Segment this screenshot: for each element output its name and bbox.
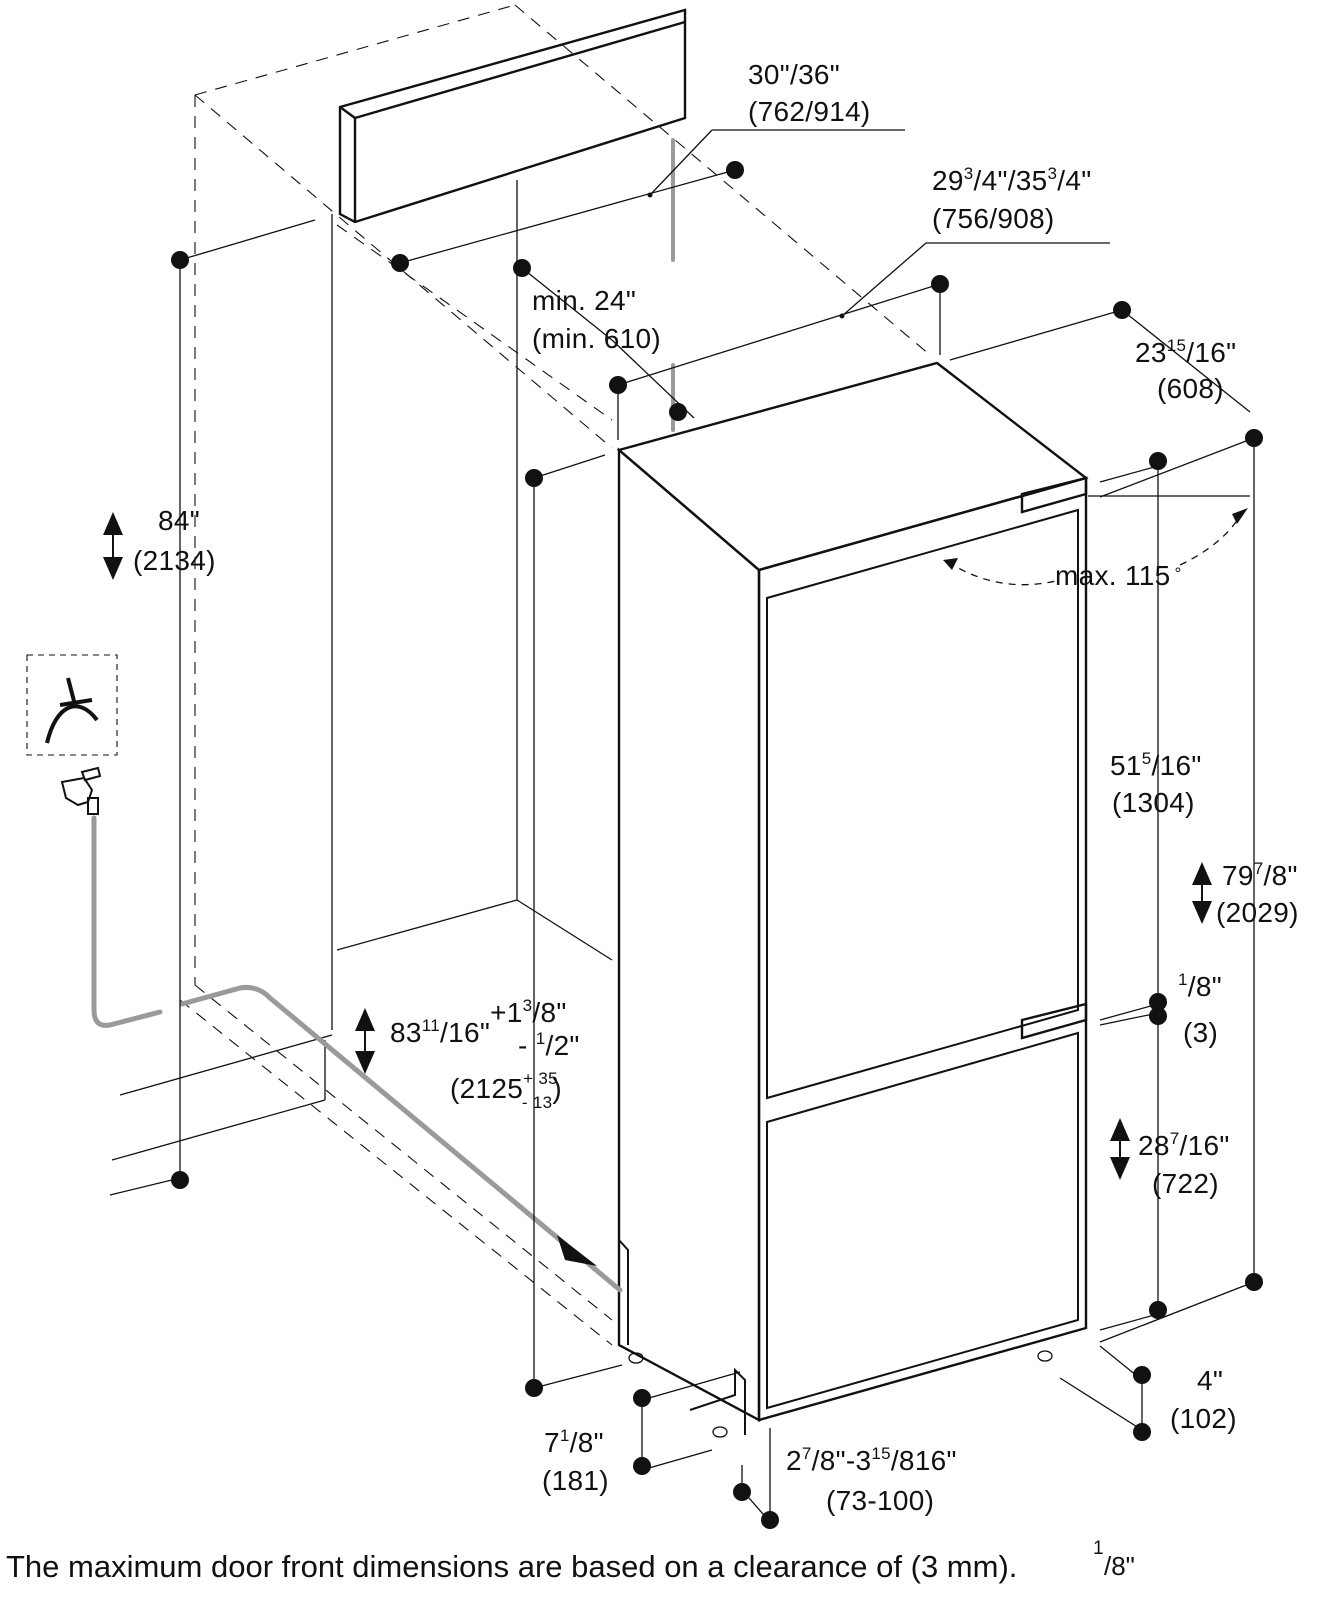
lower-door-mm: (722) xyxy=(1152,1168,1219,1199)
double-arrows xyxy=(103,512,1212,1180)
plinth-mm: (102) xyxy=(1170,1403,1237,1434)
door-offset-mm: (73-100) xyxy=(826,1485,934,1516)
door-angle: max. 115° xyxy=(1055,560,1182,591)
footer-note: The maximum door front dimensions are ba… xyxy=(6,1549,1306,1585)
cabinet-width-in: 30"/36" xyxy=(748,59,840,90)
depth-mm: (608) xyxy=(1157,373,1224,404)
footer-overlay-sup: 1 xyxy=(1093,1538,1104,1559)
niche-outline xyxy=(179,4,931,1346)
plinth-in: 4" xyxy=(1197,1365,1223,1396)
niche-height-minus: - 1/2" xyxy=(518,1029,580,1061)
niche-width-in: 293/4"/353/4" xyxy=(932,164,1092,196)
min-depth-in: min. 24" xyxy=(532,285,636,316)
toe-kick-mm: (181) xyxy=(542,1465,609,1496)
dimension-lines xyxy=(109,129,1255,1523)
upper-door-in: 515/16" xyxy=(1110,749,1202,781)
cabinet-width-mm: (762/914) xyxy=(748,96,871,127)
min-depth-mm: (min. 610) xyxy=(532,323,661,354)
niche-height-in: 8311/16"+13/8" xyxy=(390,996,567,1048)
water-supply xyxy=(26,654,623,1293)
dimension-labels: 30"/36" (762/914) 293/4"/353/4" (756/908… xyxy=(133,59,1299,1516)
gap-mm: (3) xyxy=(1183,1017,1218,1048)
height-84-in: 84" xyxy=(158,505,200,536)
upper-cabinet xyxy=(338,8,687,432)
dimension-endpoints xyxy=(171,161,1263,1529)
height-84-mm: (2134) xyxy=(133,545,216,576)
lower-door-arrow-icon xyxy=(1110,1118,1130,1180)
total-height-arrow-icon xyxy=(1192,862,1212,924)
refrigerator xyxy=(616,361,1089,1438)
door-offset-in: 27/8"-315/816" xyxy=(786,1444,957,1476)
niche-height-mm: (2125+ 35- 13) xyxy=(450,1069,562,1112)
height-84-arrow-icon xyxy=(103,512,123,580)
niche-width-mm: (756/908) xyxy=(932,203,1055,234)
footer-overlay-frac: /8" xyxy=(1104,1551,1135,1581)
wall-lines xyxy=(111,180,613,1161)
total-height-in: 797/8" xyxy=(1222,859,1298,891)
upper-door-mm: (1304) xyxy=(1112,787,1195,818)
toe-kick-in: 71/8" xyxy=(544,1426,604,1458)
gap-in: 1/8" xyxy=(1178,970,1222,1002)
water-outlet-icon xyxy=(45,677,99,744)
depth-in: 2315/16" xyxy=(1135,336,1236,368)
footer-text: The maximum door front dimensions are ba… xyxy=(6,1549,1018,1584)
lower-door-in: 287/16" xyxy=(1138,1129,1230,1161)
niche-height-arrow-icon xyxy=(355,1008,375,1074)
total-height-mm: (2029) xyxy=(1216,897,1299,928)
water-tap-icon xyxy=(60,766,102,815)
